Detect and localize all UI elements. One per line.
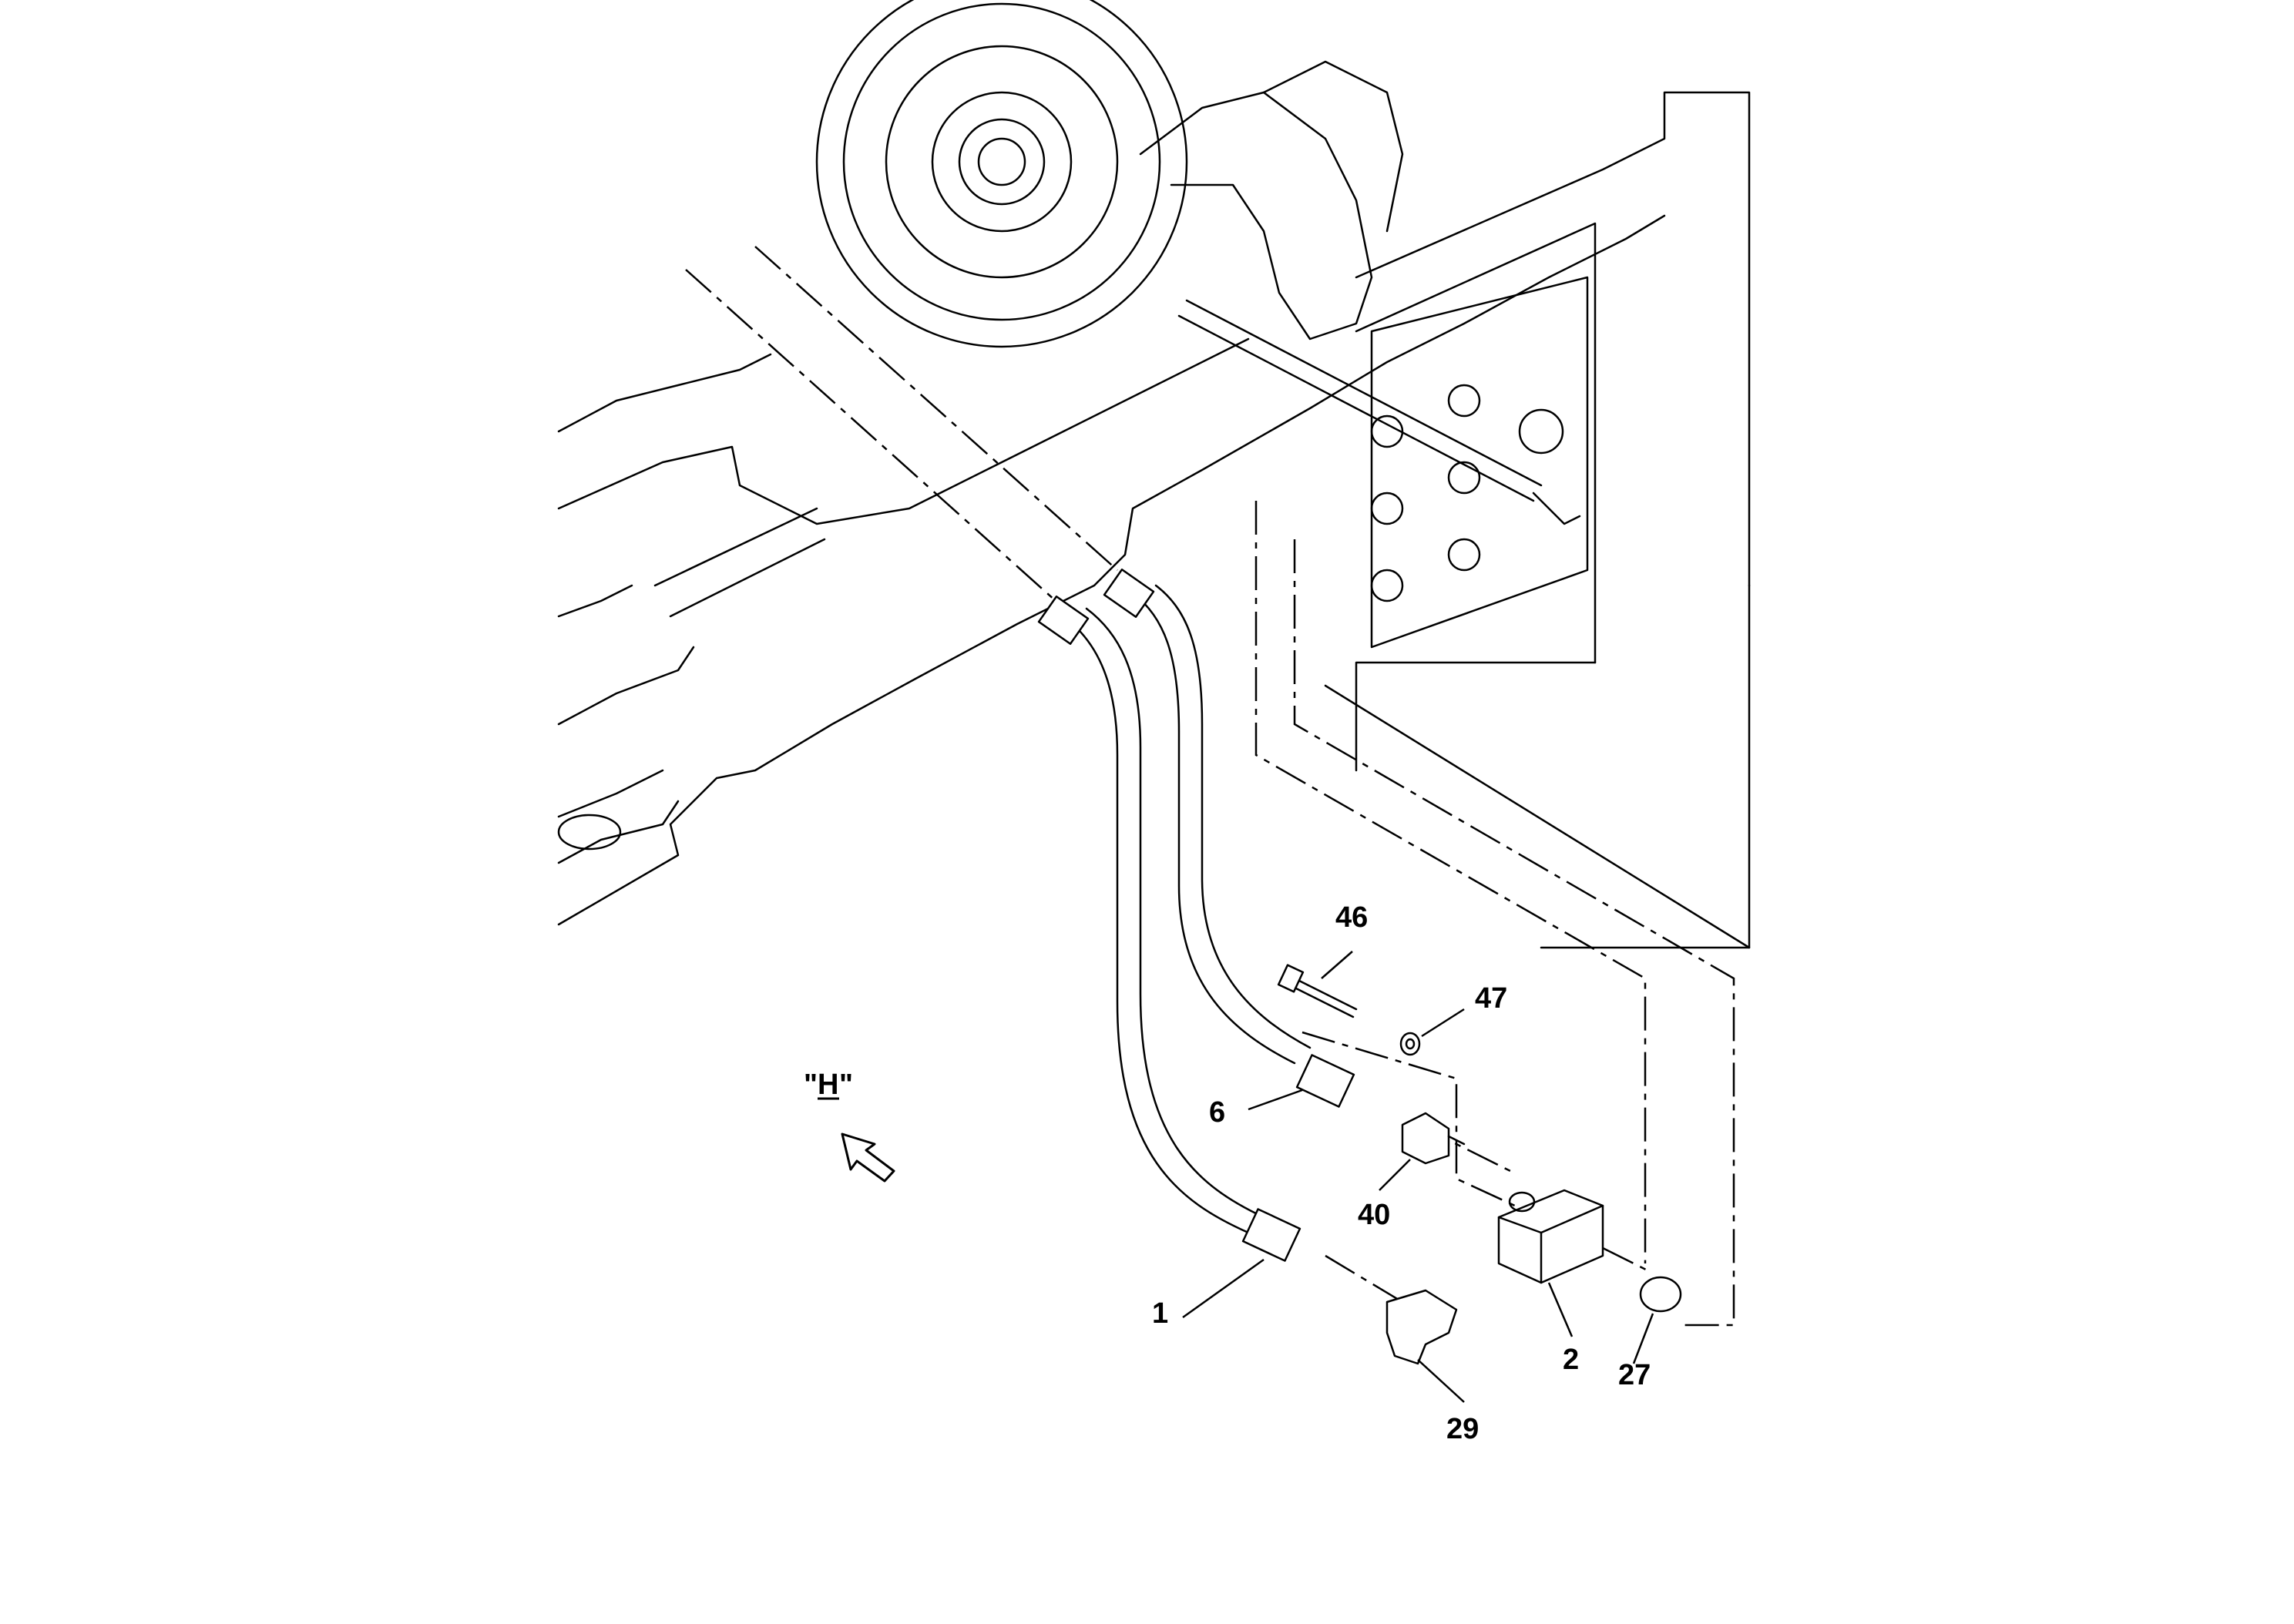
leader-lines: [1182, 951, 1654, 1403]
engine-assembly: [557, 0, 1751, 949]
hose-1: [1037, 596, 1302, 1262]
view-marker: " H ": [804, 1069, 895, 1183]
elbow-29: [1385, 1289, 1458, 1365]
oring-27: [1639, 1276, 1682, 1313]
view-direction-arrow-icon: [841, 1132, 895, 1183]
callout-40: 40: [1358, 1199, 1390, 1231]
rigid-pipe: [1177, 299, 1581, 525]
callout-1: 1: [1152, 1297, 1168, 1330]
view-marker-quote-close: ": [839, 1069, 853, 1101]
view-marker-quote-open: ": [804, 1069, 818, 1101]
adapter-40: [1401, 1112, 1466, 1165]
callout-2: 2: [1563, 1344, 1579, 1376]
callout-29: 29: [1446, 1413, 1479, 1445]
callout-46: 46: [1335, 901, 1368, 934]
callout-47: 47: [1475, 982, 1507, 1015]
hose-6: [1103, 569, 1355, 1108]
block-2: [1497, 1189, 1604, 1284]
callout-6: 6: [1209, 1096, 1225, 1129]
assembly-centerlines: [685, 246, 1735, 1327]
view-marker-letter: H: [818, 1069, 838, 1101]
washer-47: [1399, 1032, 1421, 1056]
callout-labels: 46 47 6 40 1 29 2 27: [1152, 901, 1651, 1445]
bolt-46: [1277, 964, 1358, 1018]
callout-27: 27: [1618, 1359, 1651, 1391]
